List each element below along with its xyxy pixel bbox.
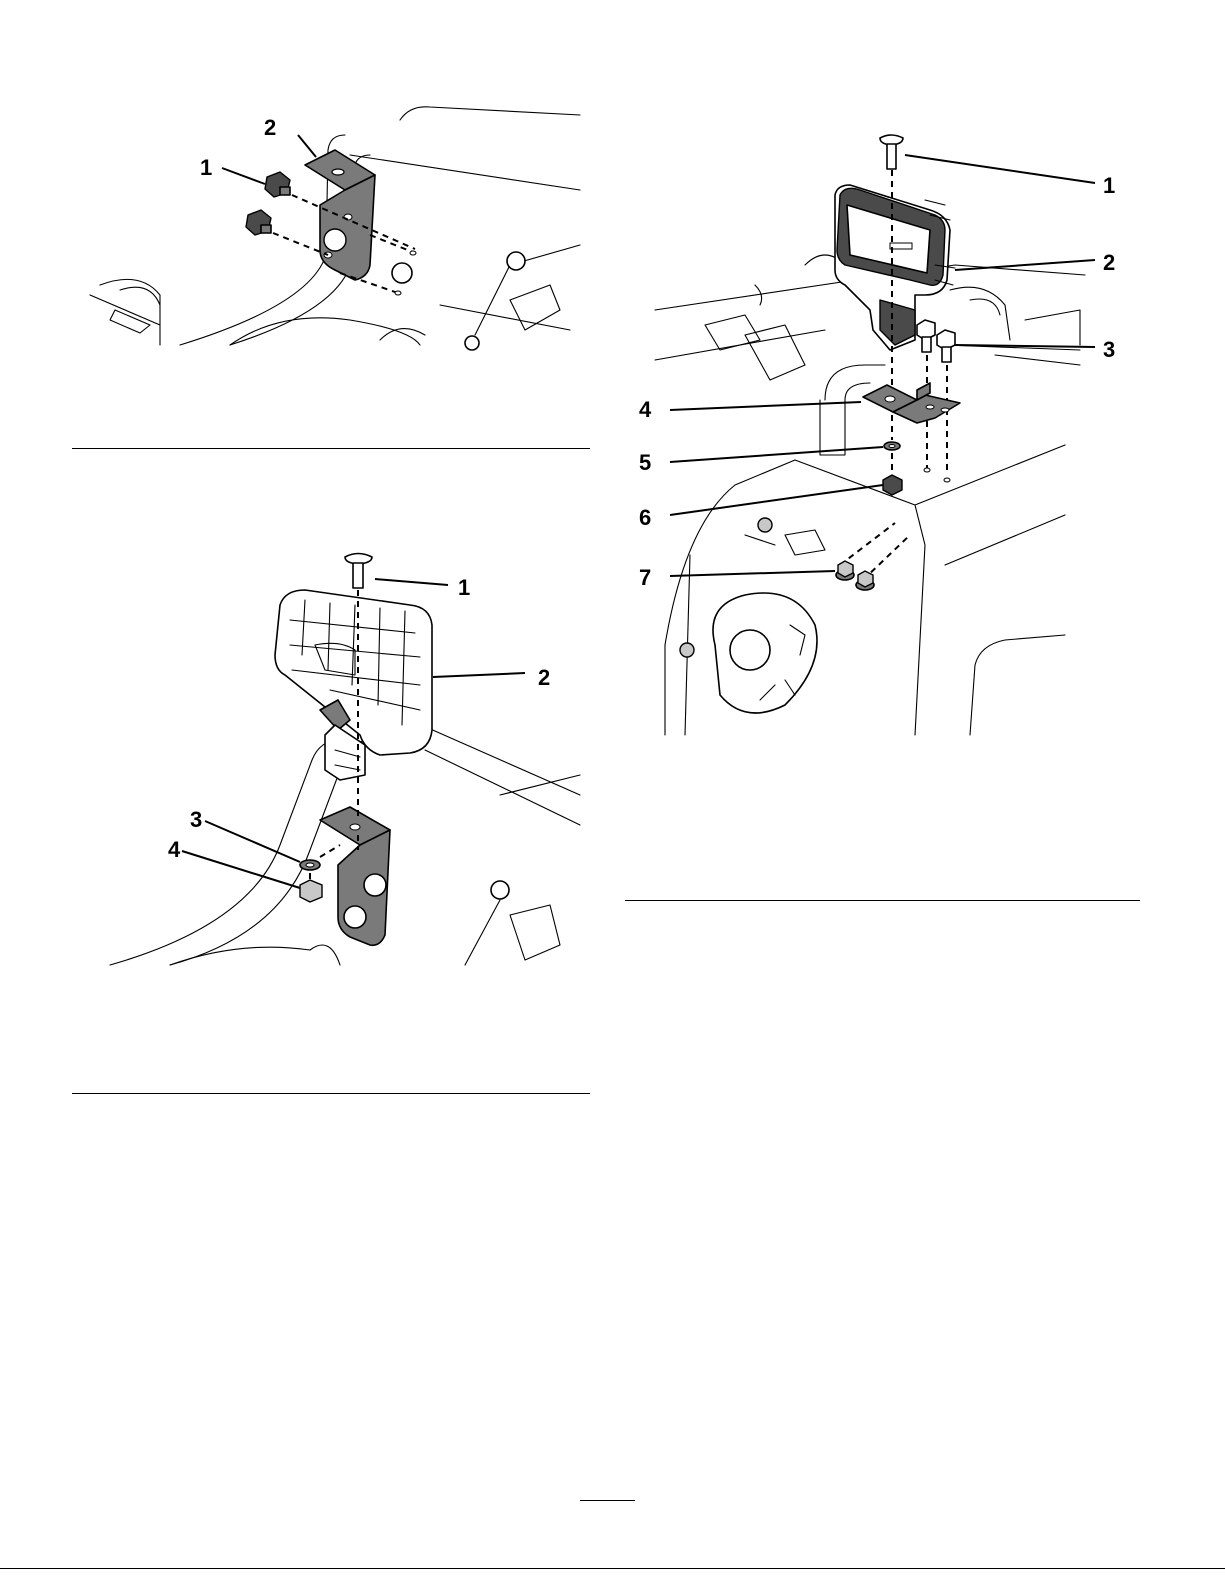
leader-7 <box>670 571 835 576</box>
flange-nut-left <box>836 561 854 580</box>
leader-2 <box>298 135 316 157</box>
figure-light-on-bracket: 1 2 3 4 <box>80 545 600 975</box>
leader-1 <box>905 155 1095 183</box>
flange-nut-right <box>856 571 874 590</box>
leader-3 <box>205 821 300 862</box>
callout-4: 4 <box>168 837 181 862</box>
callout-2: 2 <box>538 665 550 690</box>
callout-3: 3 <box>1103 337 1115 362</box>
callout-1: 1 <box>458 575 470 600</box>
figure-divider-b <box>72 1093 590 1094</box>
work-light <box>835 185 955 350</box>
carriage-bolt <box>880 135 903 169</box>
bracket <box>863 383 960 423</box>
leader-2 <box>433 673 525 677</box>
callout-4: 4 <box>639 397 652 422</box>
callout-1: 1 <box>1103 173 1115 198</box>
leader-1 <box>222 168 265 184</box>
fuel-cap-knob <box>713 593 817 713</box>
callout-1: 1 <box>200 155 212 180</box>
bolt-lower <box>246 210 271 235</box>
figure-divider-c <box>625 900 1140 901</box>
leader-5 <box>670 447 883 462</box>
figure-divider-a <box>72 448 590 449</box>
nut <box>300 880 322 902</box>
callout-6: 6 <box>639 505 651 530</box>
light-frame-illustration: 1 2 3 4 5 6 7 <box>625 125 1155 735</box>
leader-1 <box>375 579 448 585</box>
leader-6 <box>670 485 883 515</box>
bolt-left <box>917 320 935 352</box>
page-bottom-rule <box>0 1568 1225 1569</box>
leader-2 <box>955 260 1095 270</box>
callout-3: 3 <box>190 807 202 832</box>
figure-bracket-install: 1 2 <box>80 95 600 355</box>
frame-outline <box>400 107 580 120</box>
figure-light-on-frame: 1 2 3 4 5 6 7 <box>625 125 1155 735</box>
bolt-right <box>937 330 955 362</box>
leader-3 <box>955 345 1095 347</box>
bolt-upper <box>265 172 290 197</box>
light-bracket-illustration: 1 2 3 4 <box>80 545 600 975</box>
callout-2: 2 <box>1103 250 1115 275</box>
callout-2: 2 <box>264 115 276 140</box>
page-number-rule <box>580 1500 635 1501</box>
callout-5: 5 <box>639 450 651 475</box>
nut <box>883 475 902 495</box>
leader-4 <box>670 402 861 410</box>
leader-4 <box>182 851 300 888</box>
work-light <box>275 590 432 780</box>
carriage-bolt <box>345 554 372 589</box>
callout-7: 7 <box>639 565 651 590</box>
bracket-illustration: 1 2 <box>80 95 600 355</box>
